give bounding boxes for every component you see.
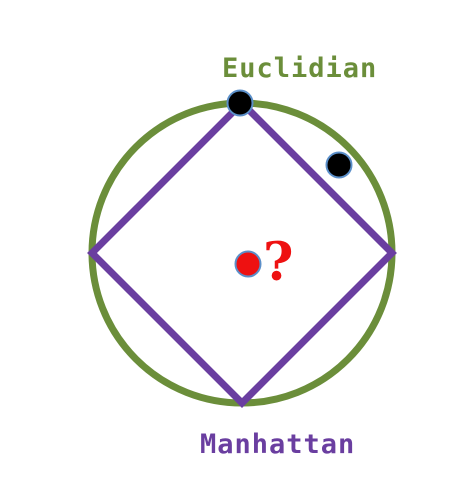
euclidian-label: Euclidian — [222, 53, 377, 84]
top-boundary-point — [226, 89, 254, 117]
center-point — [234, 250, 262, 278]
manhattan-diamond — [87, 98, 397, 408]
question-mark: ? — [263, 232, 293, 293]
circle-boundary-point — [325, 151, 353, 179]
manhattan-label: Manhattan — [200, 429, 355, 460]
